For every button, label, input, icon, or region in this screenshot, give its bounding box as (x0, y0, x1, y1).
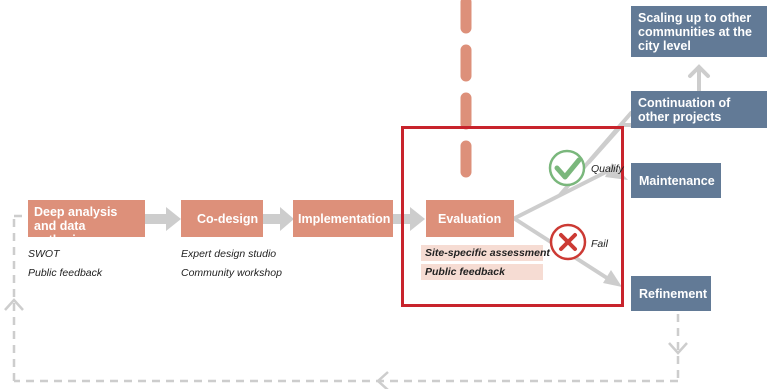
cross-icon (549, 223, 587, 261)
note-expert-studio: Expert design studio (181, 248, 277, 260)
step-deep-analysis-label: Deep analysis and data gathering (34, 205, 118, 247)
arrow-analysis-to-codesign (145, 207, 181, 231)
arrow-implementation-to-evaluation (393, 207, 425, 231)
evaluation-highlight-frame (401, 126, 624, 307)
outcome-maintenance-label: Maintenance (639, 174, 715, 188)
note-swot: SWOT (28, 248, 60, 260)
step-arrows (145, 207, 425, 231)
outcome-scaling-label: Scaling up to other communities at the c… (638, 11, 752, 53)
outcome-refinement: Refinement (631, 276, 711, 311)
outcome-refinement-label: Refinement (639, 287, 708, 301)
feedback-loop-arrowheads (4, 298, 688, 389)
check-icon (548, 149, 586, 187)
decision-fail-label: Fail (591, 238, 608, 250)
tag-public-feedback: Public feedback (421, 264, 543, 280)
decision-qualify-label: Qualify (591, 163, 624, 175)
step-codesign: Co-design (181, 200, 263, 237)
tag-site-assessment: Site-specific assessment (421, 245, 550, 261)
refinement-arrowhead (603, 270, 622, 287)
note-public-feedback: Public feedback (28, 267, 103, 279)
outcome-continuation: Continuation of other projects (631, 91, 767, 128)
outcome-maintenance: Maintenance (631, 163, 721, 198)
feedback-loop (12, 214, 680, 383)
step-implementation-label: Implementation (298, 212, 391, 226)
arrow-continuation-to-scaling-head (688, 64, 710, 78)
step-implementation: Implementation (293, 200, 393, 237)
outcome-scaling: Scaling up to other communities at the c… (631, 6, 767, 57)
step-evaluation: Evaluation (426, 200, 514, 237)
arrow-codesign-to-implementation (263, 207, 294, 231)
step-codesign-label: Co-design (197, 212, 259, 226)
step-evaluation-label: Evaluation (438, 212, 502, 226)
branch-to-continuation-elbow (587, 123, 633, 164)
step-deep-analysis: Deep analysis and data gathering (28, 200, 145, 247)
note-community-workshop: Community workshop (181, 267, 282, 279)
outcome-continuation-label: Continuation of other projects (638, 96, 731, 124)
